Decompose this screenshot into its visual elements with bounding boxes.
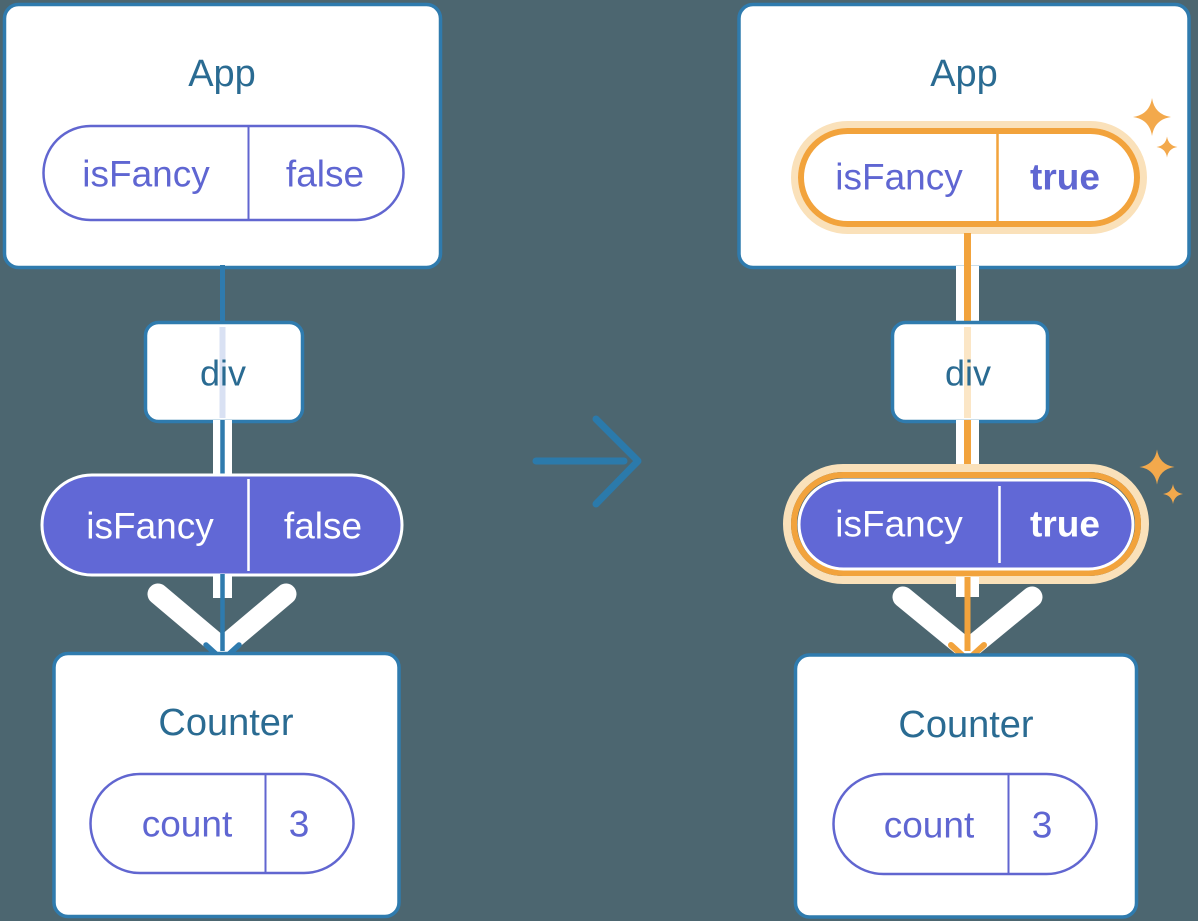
before-prop-name: isFancy	[86, 506, 214, 547]
before-app-title: App	[188, 53, 256, 95]
after-app-title: App	[930, 53, 998, 95]
before-prop-value: false	[284, 506, 362, 547]
after-tree: App isFancy true div isFancy true	[737, 2, 1191, 919]
after-prop-value: true	[1030, 504, 1100, 545]
after-div-label: div	[945, 353, 991, 394]
before-div-label: div	[200, 353, 246, 394]
before-counter-state-value: 3	[289, 804, 310, 845]
before-counter-state-pill	[89, 772, 355, 875]
before-tree: App isFancy false div isFancy false Coun…	[2, 2, 443, 919]
before-app-state-name: isFancy	[82, 154, 210, 195]
after-counter-state-name: count	[884, 805, 975, 846]
before-counter-title: Counter	[158, 702, 294, 744]
after-prop-pill	[797, 478, 1135, 571]
after-counter-state-value: 3	[1032, 805, 1053, 846]
after-prop-pill-ring	[791, 472, 1141, 576]
right-arrow-icon	[532, 415, 642, 508]
after-app-state-value: true	[1030, 157, 1100, 198]
after-app-pill-glow	[791, 121, 1147, 234]
after-app-state-pill	[798, 128, 1140, 227]
after-prop-name: isFancy	[835, 504, 963, 545]
before-app-state-value: false	[286, 154, 364, 195]
after-counter-state-pill	[832, 772, 1098, 876]
arrow-head	[592, 415, 642, 508]
before-counter-state-name: count	[142, 804, 233, 845]
after-app-state-name: isFancy	[835, 157, 963, 198]
before-app-state-pill	[42, 124, 405, 222]
after-counter-title: Counter	[898, 704, 1034, 746]
